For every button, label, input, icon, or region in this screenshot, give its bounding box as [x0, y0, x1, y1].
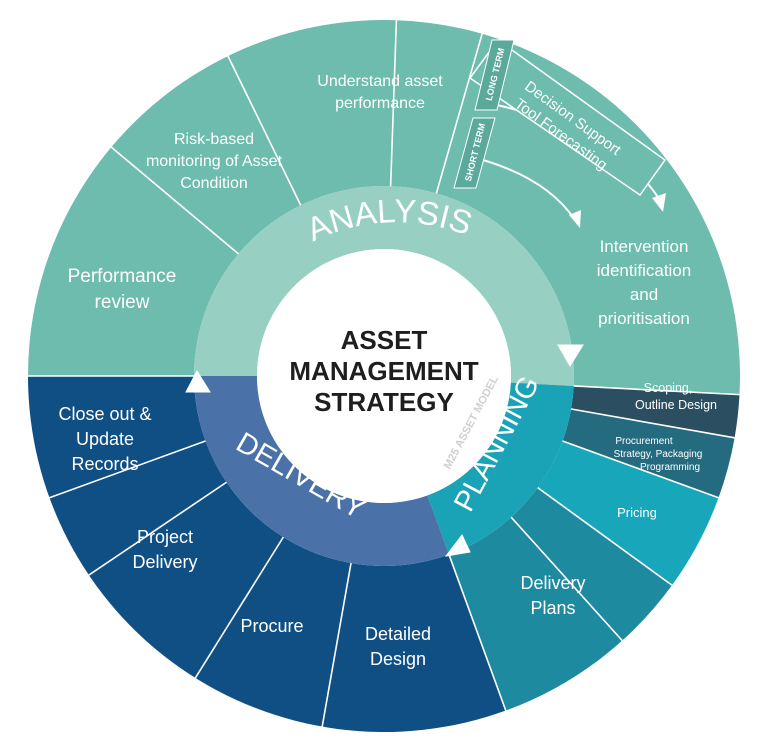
label-intervention-line: Intervention — [600, 237, 689, 256]
planning-segment-pricing — [537, 440, 719, 586]
label-delivery-plans-line: Delivery — [520, 573, 585, 593]
segment-divider — [435, 33, 483, 194]
phase-ring — [194, 186, 574, 567]
short-term-arrow — [475, 157, 576, 221]
label-pricing: Pricing — [617, 505, 657, 520]
center-title-line-1: ASSET — [341, 325, 428, 355]
segment-divider — [448, 554, 507, 711]
label-detailed-design-line: Design — [370, 649, 426, 669]
analysis-ring — [194, 186, 574, 386]
label-scoping: Scoping, Outline Design — [635, 381, 717, 412]
segment-divider — [562, 440, 719, 499]
arrow-analysis-to-planning — [557, 344, 584, 367]
label-understand-performance-line: performance — [335, 95, 425, 112]
segment-divider — [389, 20, 398, 187]
segment-divider — [227, 55, 302, 206]
label-close-out-line: Close out & — [58, 404, 151, 424]
label-performance-review-line: Performance — [68, 266, 177, 287]
arrow-planning-to-delivery — [444, 534, 471, 557]
label-procure-line: Procure — [240, 616, 303, 636]
label-understand-performance-line: Understand asset — [317, 73, 443, 90]
delivery-ring — [194, 376, 449, 567]
short-term-arrowhead — [569, 210, 581, 228]
decision-support-box — [468, 38, 667, 197]
segment-divider — [537, 487, 673, 586]
segment-divider — [570, 408, 735, 439]
label-risk-monitoring-line: Risk-based — [174, 131, 254, 148]
segment-divider — [194, 536, 284, 679]
segment-divider — [88, 481, 227, 576]
label-procurement-line: Strategy, Packaging — [614, 449, 703, 460]
label-performance-review-line: review — [95, 292, 150, 313]
label-close-out-line: Records — [71, 454, 138, 474]
label-risk-monitoring-line: Condition — [180, 175, 248, 192]
arrow-delivery-to-analysis — [185, 369, 211, 393]
label-project-delivery-line: Delivery — [132, 552, 197, 572]
segment-dividers — [28, 20, 740, 727]
label-intervention-line: and — [630, 285, 658, 304]
label-procure: Procure — [240, 616, 303, 636]
label-risk-monitoring-line: monitoring of Asset — [146, 153, 283, 170]
segment-divider — [321, 562, 352, 727]
planning-segment-delivery-plans — [448, 487, 673, 711]
segment-divider — [573, 385, 740, 396]
flow-arrows — [185, 344, 584, 557]
label-intervention-line: prioritisation — [598, 309, 690, 328]
label-procurement-line: Programming — [640, 462, 700, 473]
center-title-line-2: MANAGEMENT — [289, 356, 478, 386]
label-intervention-line: identification — [597, 261, 692, 280]
segment-divider — [110, 146, 239, 255]
short-term-strip — [453, 117, 496, 189]
label-performance-review: Performance review — [68, 266, 177, 313]
center-title-line-3: STRATEGY — [314, 387, 454, 417]
label-close-out-line: Update — [76, 429, 134, 449]
label-scoping-line: Outline Design — [635, 398, 717, 412]
center-disc — [257, 249, 511, 503]
label-pricing-line: Pricing — [617, 505, 657, 520]
label-delivery-plans-line: Plans — [530, 598, 575, 618]
label-scoping-line: Scoping, — [644, 381, 693, 395]
planning-segment-scoping — [571, 385, 740, 438]
label-project-delivery-line: Project — [137, 527, 193, 547]
long-term-arrowhead — [652, 193, 666, 212]
label-intervention: Intervention identification and prioritisat… — [597, 237, 692, 328]
label-detailed-design-line: Detailed — [365, 624, 431, 644]
planning-segment-procurement-strategy — [562, 408, 735, 498]
segment-divider — [510, 516, 623, 642]
segment-divider — [49, 440, 206, 499]
label-procurement-line: Procurement — [615, 436, 672, 447]
label-understand-performance: Understand asset performance — [317, 73, 443, 112]
planning-ring — [427, 382, 574, 555]
delivery-outer-segment — [28, 376, 506, 732]
long-term-strip — [474, 39, 515, 111]
